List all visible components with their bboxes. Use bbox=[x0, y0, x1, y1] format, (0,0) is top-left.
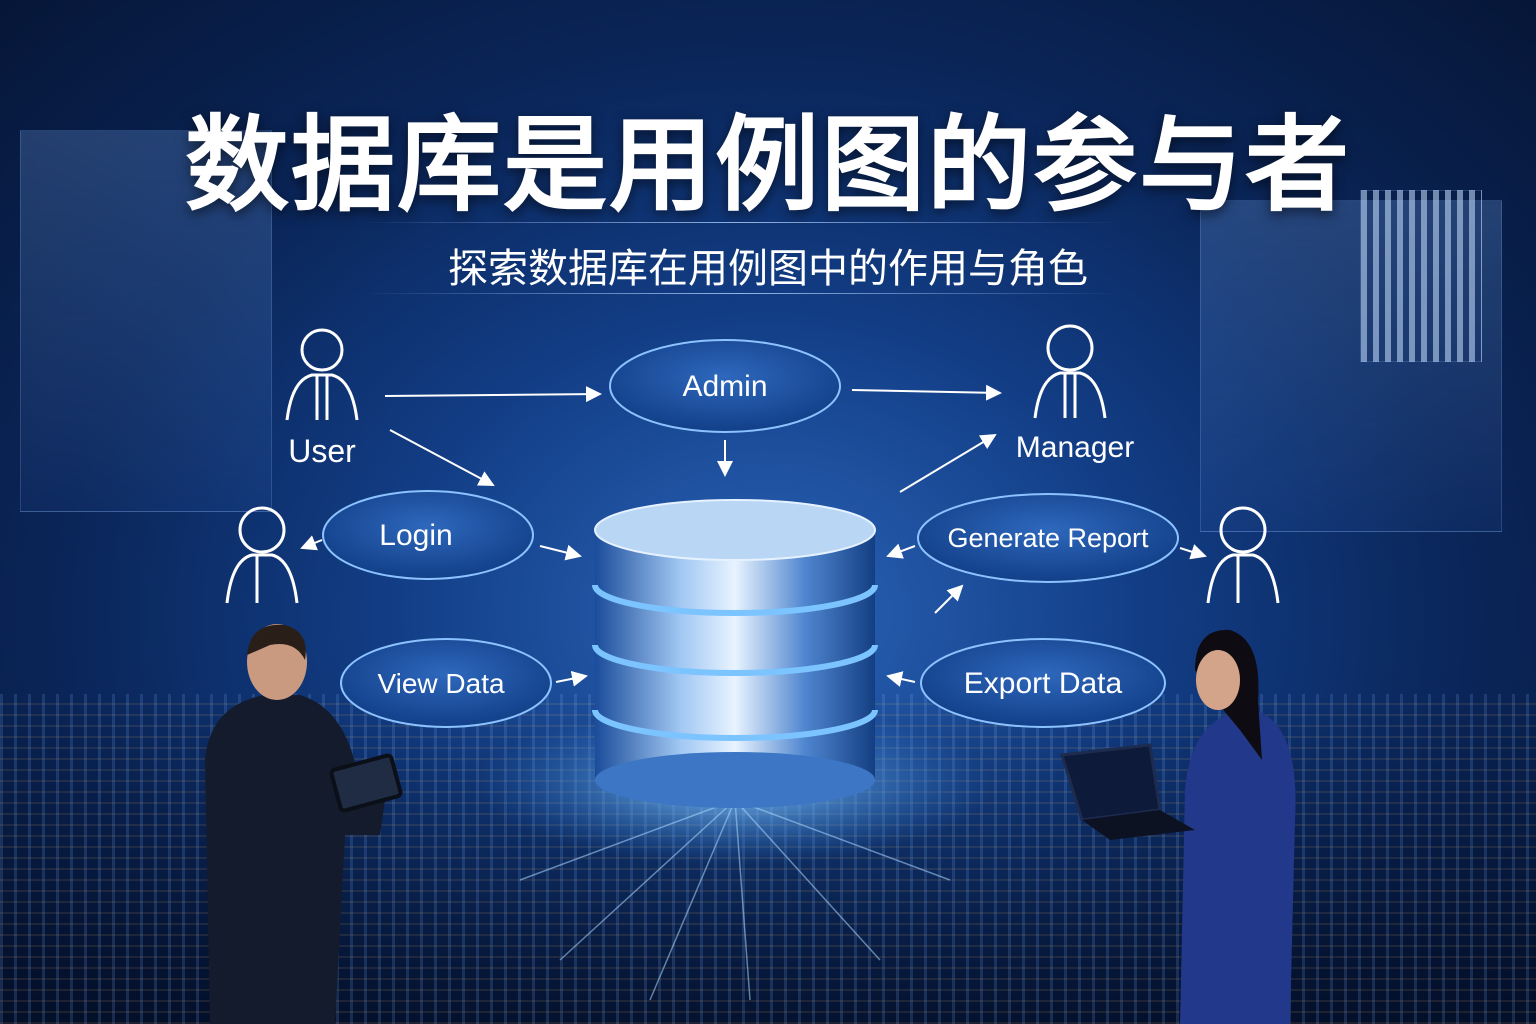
businesswoman-with-laptop bbox=[1060, 629, 1296, 1024]
use-case-view-data[interactable]: View Data bbox=[340, 638, 552, 728]
actor-manager-icon bbox=[1033, 324, 1107, 419]
divider-top bbox=[360, 222, 1120, 223]
actor-user-label: User bbox=[288, 433, 356, 469]
page-title: 数据库是用例图的参与者 bbox=[184, 104, 1351, 226]
businessman-with-tablet bbox=[205, 624, 403, 1024]
use-case-admin[interactable]: Admin bbox=[609, 339, 841, 433]
use-case-export-data-label: Export Data bbox=[964, 667, 1123, 700]
use-case-export-data[interactable]: Export Data bbox=[920, 638, 1166, 728]
data-panel-right-top bbox=[1360, 190, 1482, 362]
use-case-generate-report-label: Generate Report bbox=[947, 523, 1149, 553]
use-case-generate-report[interactable]: Generate Report bbox=[917, 493, 1179, 583]
page-subtitle: 探索数据库在用例图中的作用与角色 bbox=[448, 246, 1088, 292]
actor-manager-label: Manager bbox=[1016, 431, 1134, 464]
actor-user-icon bbox=[285, 328, 359, 421]
use-case-login-label: Login bbox=[379, 519, 452, 552]
actor-left-icon bbox=[225, 506, 299, 604]
database-icon bbox=[592, 499, 878, 808]
use-case-view-data-label: View Data bbox=[377, 668, 505, 699]
association-arrows bbox=[300, 384, 1207, 687]
actor-right-icon bbox=[1206, 506, 1280, 604]
data-panel-left bbox=[20, 130, 272, 512]
light-rays bbox=[519, 799, 951, 1001]
use-case-login[interactable]: Login bbox=[322, 490, 534, 580]
divider-bottom bbox=[360, 293, 1120, 294]
use-case-admin-label: Admin bbox=[682, 370, 767, 403]
